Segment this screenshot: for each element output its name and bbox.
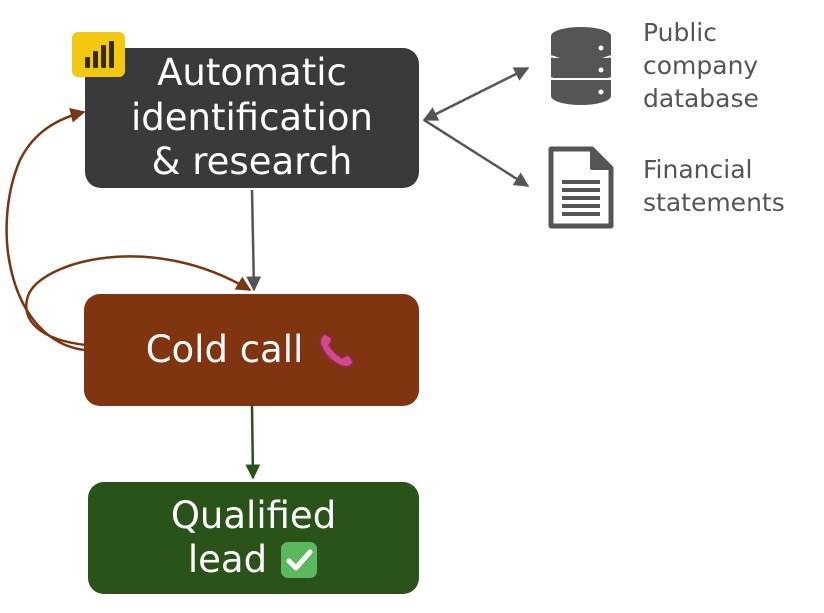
lead-line-2: lead (187, 538, 268, 581)
label-financial-statements: Financial statements (643, 153, 785, 219)
research-line-2: identification (131, 95, 373, 139)
db-label-line-2: company (643, 51, 759, 80)
lead-line-1: Qualified (170, 493, 337, 537)
arrow-research-to-call (246, 189, 262, 292)
fin-label-line-1: Financial (643, 155, 753, 184)
node-cold-call: Cold call (84, 294, 419, 406)
check-mark-button-icon (281, 542, 318, 579)
label-public-company-database: Public company database (643, 16, 759, 115)
arrow-call-to-lead (245, 405, 261, 480)
db-label-line-3: database (643, 84, 759, 113)
fin-label-line-2: statements (643, 188, 785, 217)
node-qualified-lead: Qualified lead (88, 482, 419, 594)
db-label-line-1: Public (643, 18, 717, 47)
arrow-research-to-financial (423, 118, 530, 188)
call-label: Cold call (145, 327, 304, 371)
arrow-call-loop (25, 255, 252, 347)
research-line-3: & research (151, 140, 353, 184)
arrow-research-to-database (422, 66, 530, 122)
research-line-1: Automatic (157, 51, 347, 95)
power-bi-icon (72, 32, 125, 77)
node-automatic-research: Automatic identification & research (85, 48, 419, 188)
database-icon (550, 27, 612, 105)
arrow-call-to-research (5, 108, 86, 352)
document-icon (548, 146, 614, 229)
telephone-receiver-icon (319, 333, 355, 368)
